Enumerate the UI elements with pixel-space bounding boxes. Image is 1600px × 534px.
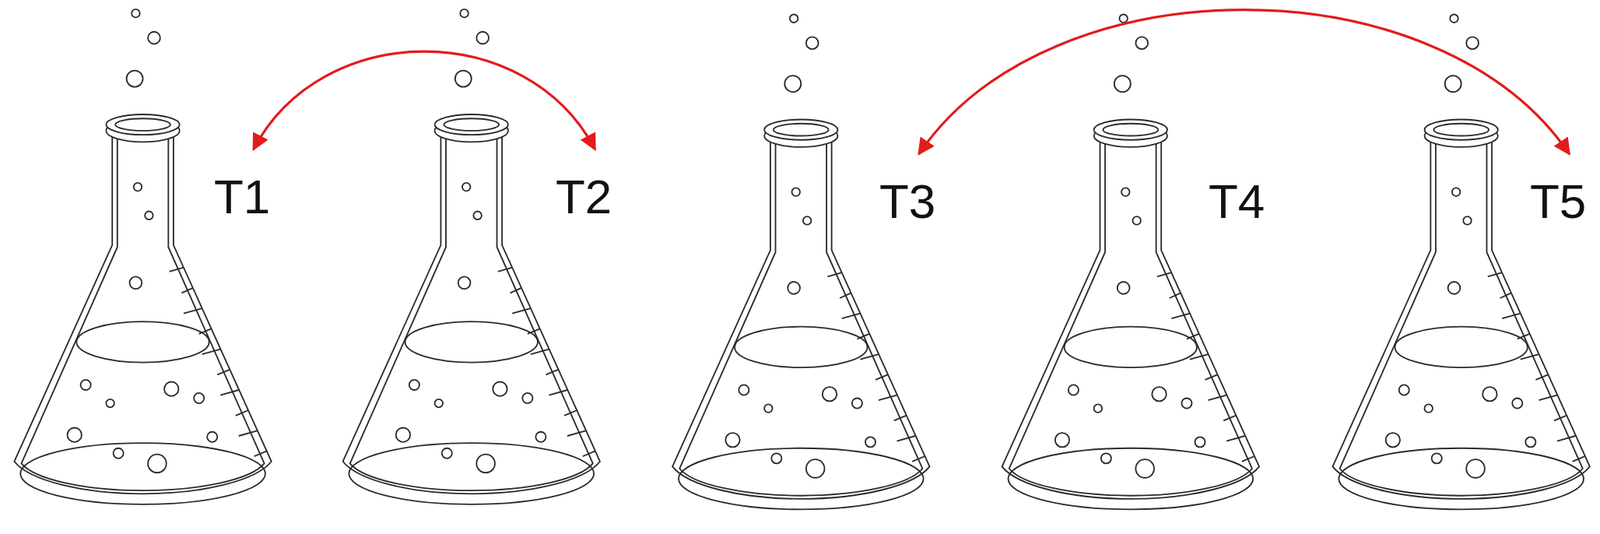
flask: [1002, 14, 1260, 509]
flask: [672, 14, 930, 509]
flask: [1332, 14, 1590, 509]
flask-label: T2: [555, 172, 612, 222]
exchange-arrow: [253, 51, 596, 150]
flask-label-text: T3: [879, 177, 936, 226]
flask: [14, 9, 271, 505]
flask-label: T5: [1529, 177, 1586, 226]
flask-label-text: T5: [1529, 177, 1586, 226]
flask-label: T3: [879, 177, 936, 226]
flask-label: T1: [214, 172, 271, 222]
flask-label-text: T1: [214, 172, 271, 222]
flask-label-text: T2: [555, 172, 612, 222]
flask-label: T4: [1208, 177, 1265, 226]
flask: [343, 9, 600, 505]
flask-label-text: T4: [1208, 177, 1265, 226]
exchange-arrow: [919, 10, 1570, 155]
